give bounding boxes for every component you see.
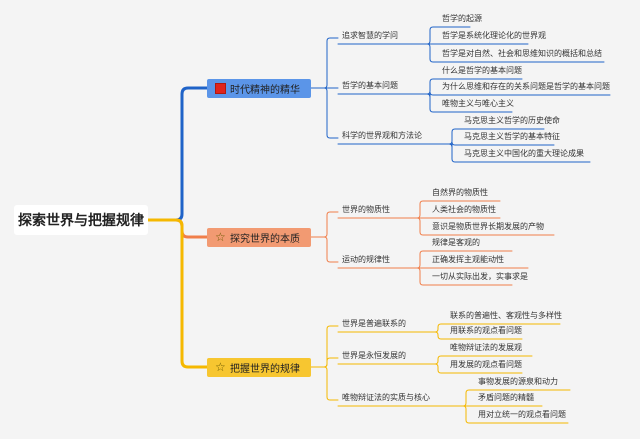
- leaf-item[interactable]: 哲学的起源: [442, 14, 482, 23]
- leaf-item[interactable]: 马克思主义中国化的重大理论成果: [464, 149, 584, 158]
- subtopic-label[interactable]: 世界是永恒发展的: [342, 351, 406, 360]
- branch-node[interactable]: ☆ 把握世界的规律: [207, 358, 311, 377]
- item-connector: [433, 363, 449, 374]
- root-title: 探索世界与把握规律: [18, 213, 144, 229]
- item-connector: [415, 217, 431, 236]
- star-icon: ☆: [215, 360, 226, 374]
- leaf-item[interactable]: 马克思主义哲学的基本特征: [464, 132, 560, 141]
- branch-title: 把握世界的规律: [230, 364, 300, 375]
- branch-connector: [146, 86, 209, 222]
- leaf-item[interactable]: 联系的普遍性、客观性与多样性: [450, 311, 562, 320]
- item-connector: [461, 405, 477, 424]
- subtopic-label[interactable]: 世界是普遍联系的: [342, 319, 406, 328]
- star-icon: ☆: [215, 230, 226, 244]
- leaf-item[interactable]: 哲学是对自然、社会和思维知识的概括和总结: [442, 49, 602, 58]
- leaf-item[interactable]: 哲学是系统化理论化的世界观: [442, 31, 546, 40]
- item-connector: [447, 143, 463, 163]
- leaf-item[interactable]: 意识是物质世界长期发展的产物: [432, 222, 544, 231]
- branch-connector: [146, 218, 209, 369]
- item-connector: [415, 250, 431, 269]
- item-connector: [415, 200, 431, 219]
- leaf-item[interactable]: 矛盾问题的精髓: [478, 393, 534, 402]
- branch-connector: [146, 218, 209, 239]
- root-node[interactable]: 探索世界与把握规律: [14, 205, 148, 235]
- branch-node[interactable]: 时代精神的精华: [207, 79, 311, 98]
- subtopic-label[interactable]: 运动的规律性: [342, 255, 390, 264]
- sub-connector: [320, 211, 339, 238]
- leaf-item[interactable]: 正确发挥主观能动性: [432, 255, 504, 264]
- leaf-item[interactable]: 什么是哲学的基本问题: [442, 66, 522, 75]
- leaf-item[interactable]: 自然界的物质性: [432, 188, 488, 197]
- branch-title: 探究世界的本质: [230, 234, 300, 245]
- leaf-item[interactable]: 用对立统一的观点看问题: [478, 410, 566, 419]
- sub-connector: [320, 236, 339, 263]
- leaf-item[interactable]: 为什么思维和存在的关系问题是哲学的基本问题: [442, 82, 610, 91]
- leaf-item[interactable]: 唯物主义与唯心主义: [442, 99, 514, 108]
- item-connector: [433, 355, 449, 365]
- leaf-item[interactable]: 用联系的观点看问题: [450, 326, 522, 335]
- subtopic-label[interactable]: 追求智慧的学问: [342, 31, 398, 40]
- leaf-item[interactable]: 规律是客观的: [432, 238, 480, 247]
- sub-connector: [320, 325, 339, 368]
- leaf-item[interactable]: 人类社会的物质性: [432, 205, 496, 214]
- leaf-item[interactable]: 一切从实际出发，实事求是: [432, 272, 528, 281]
- item-connector: [425, 43, 441, 63]
- subtopic-label[interactable]: 唯物辩证法的实质与核心: [342, 393, 430, 402]
- leaf-item[interactable]: 事物发展的源泉和动力: [478, 377, 558, 386]
- branch-node[interactable]: ☆ 探究世界的本质: [207, 228, 311, 247]
- sub-connector: [320, 357, 339, 368]
- item-connector: [433, 323, 449, 333]
- red-flag-icon: [215, 83, 226, 94]
- subtopic-label[interactable]: 世界的物质性: [342, 205, 390, 214]
- branch-title: 时代精神的精华: [230, 85, 300, 96]
- sub-connector: [320, 87, 339, 139]
- subtopic-label[interactable]: 哲学的基本问题: [342, 81, 398, 90]
- item-connector: [415, 267, 431, 286]
- sub-connector: [320, 366, 339, 401]
- item-connector: [447, 128, 463, 145]
- item-connector: [433, 331, 449, 340]
- sub-connector: [320, 37, 339, 89]
- leaf-item[interactable]: 用发展的观点看问题: [450, 360, 522, 369]
- item-connector: [461, 389, 477, 407]
- item-connector: [425, 78, 441, 95]
- item-connector: [425, 93, 441, 113]
- item-connector: [425, 26, 441, 45]
- leaf-item[interactable]: 唯物辩证法的发展观: [450, 343, 522, 352]
- leaf-item[interactable]: 马克思主义哲学的历史使命: [464, 116, 560, 125]
- subtopic-label[interactable]: 科学的世界观和方法论: [342, 131, 422, 140]
